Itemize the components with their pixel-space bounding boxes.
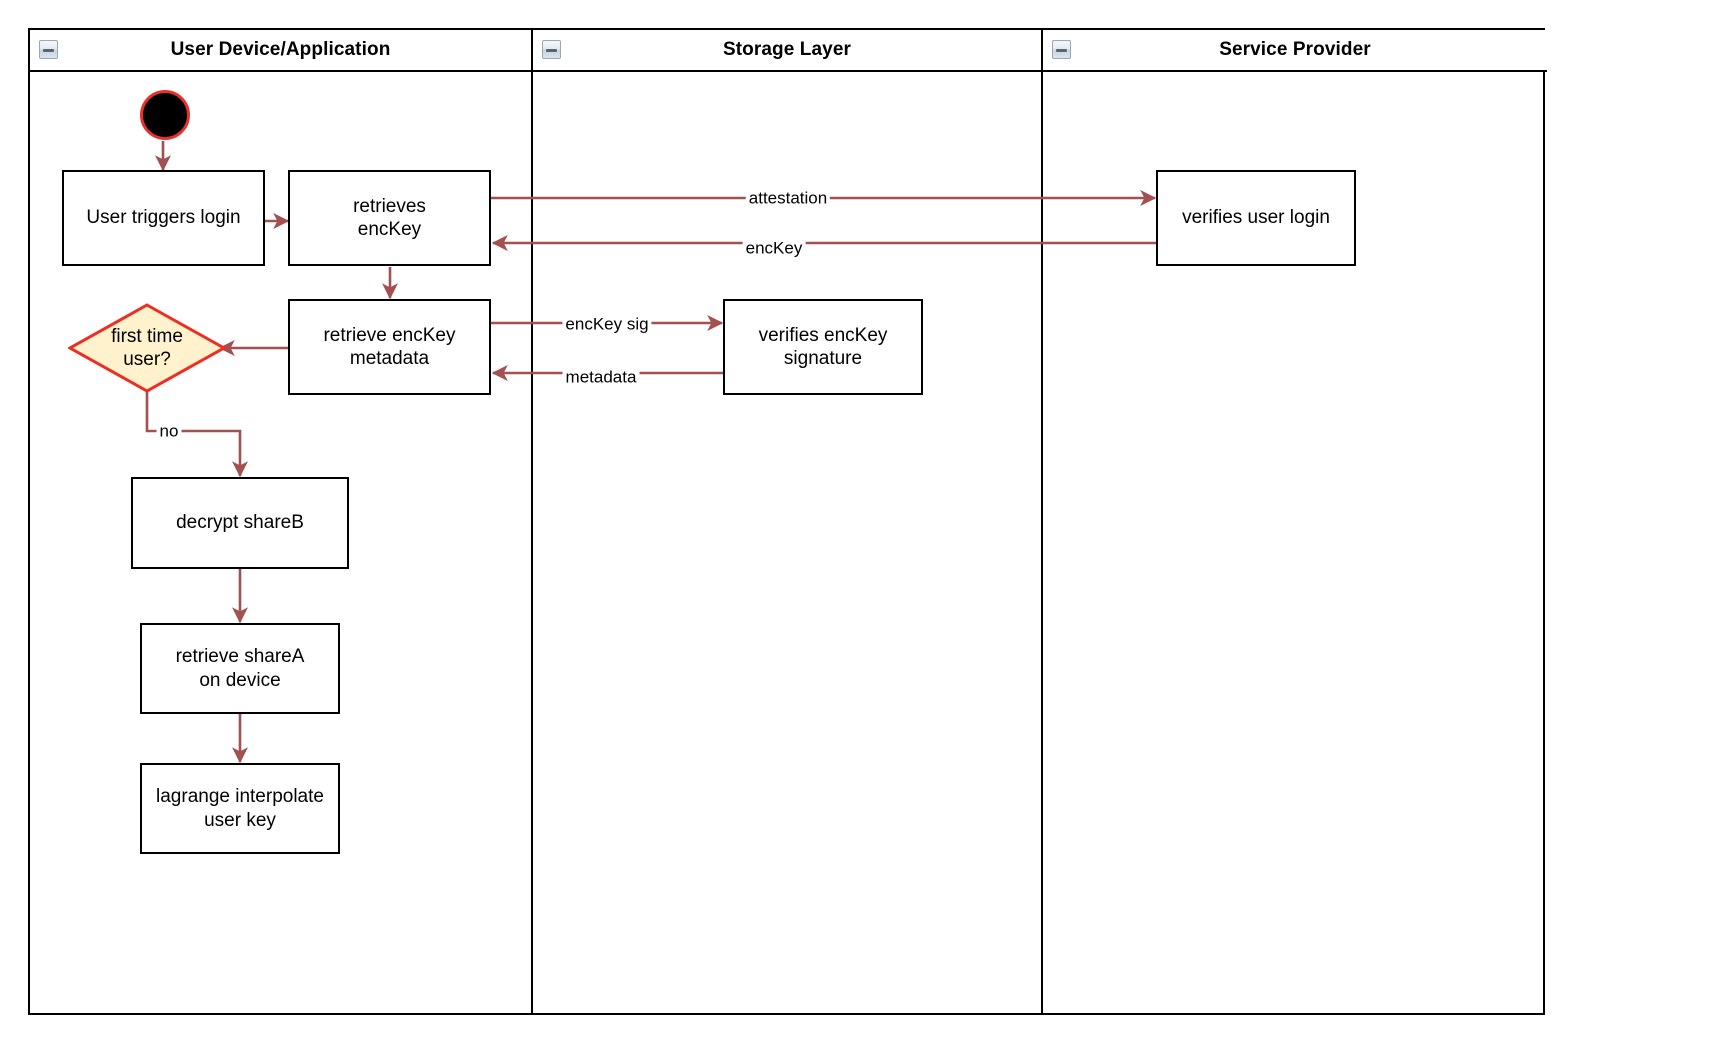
node-verifies-user-login[interactable]: verifies user login bbox=[1156, 170, 1356, 266]
node-label: decrypt shareB bbox=[176, 512, 304, 534]
lane-header-service-provider: Service Provider bbox=[1043, 30, 1547, 72]
edge-label-no: no bbox=[156, 422, 182, 442]
lane-title-user-device: User Device/Application bbox=[170, 39, 391, 60]
node-label: verifies user login bbox=[1182, 207, 1330, 229]
diamond-shape bbox=[66, 303, 228, 393]
lane-user-device[interactable]: User Device/Application bbox=[30, 30, 533, 1013]
node-label: lagrange interpolate user key bbox=[156, 786, 324, 831]
lane-storage-layer[interactable]: Storage Layer bbox=[533, 30, 1043, 1013]
node-decrypt-shareb[interactable]: decrypt shareB bbox=[131, 477, 349, 569]
node-label: User triggers login bbox=[86, 207, 241, 229]
minus-box-icon-service-provider[interactable] bbox=[1052, 40, 1071, 59]
node-label: verifies encKey signature bbox=[758, 324, 888, 369]
minus-box-icon-user-device[interactable] bbox=[39, 40, 58, 59]
edge-label-metadata: metadata bbox=[562, 368, 640, 388]
node-user-triggers-login[interactable]: User triggers login bbox=[62, 170, 265, 266]
lane-title-storage-layer: Storage Layer bbox=[722, 39, 852, 60]
node-retrieves-enckey[interactable]: retrieves encKey bbox=[288, 170, 491, 266]
node-retrieve-sharea-on-device[interactable]: retrieve shareA on device bbox=[140, 623, 340, 714]
node-lagrange-interpolate-user-key[interactable]: lagrange interpolate user key bbox=[140, 763, 340, 854]
lane-service-provider[interactable]: Service Provider bbox=[1043, 30, 1547, 1013]
node-retrieve-enckey-metadata[interactable]: retrieve encKey metadata bbox=[288, 299, 491, 395]
edge-label-enckey-sig: encKey sig bbox=[562, 315, 652, 335]
node-verifies-enckey-signature[interactable]: verifies encKey signature bbox=[723, 299, 923, 395]
node-first-time-user-decision[interactable]: first time user? bbox=[66, 303, 228, 393]
node-label: retrieve shareA on device bbox=[175, 646, 305, 691]
lane-title-service-provider: Service Provider bbox=[1219, 39, 1371, 60]
node-label: retrieves encKey bbox=[353, 195, 426, 240]
edge-label-attestation: attestation bbox=[745, 189, 831, 209]
minus-box-icon-storage-layer[interactable] bbox=[542, 40, 561, 59]
lane-header-storage-layer: Storage Layer bbox=[533, 30, 1041, 72]
edge-label-enckey: encKey bbox=[742, 239, 806, 259]
start-node[interactable] bbox=[140, 90, 190, 140]
lane-header-user-device: User Device/Application bbox=[30, 30, 531, 72]
node-label: retrieve encKey metadata bbox=[323, 324, 456, 369]
